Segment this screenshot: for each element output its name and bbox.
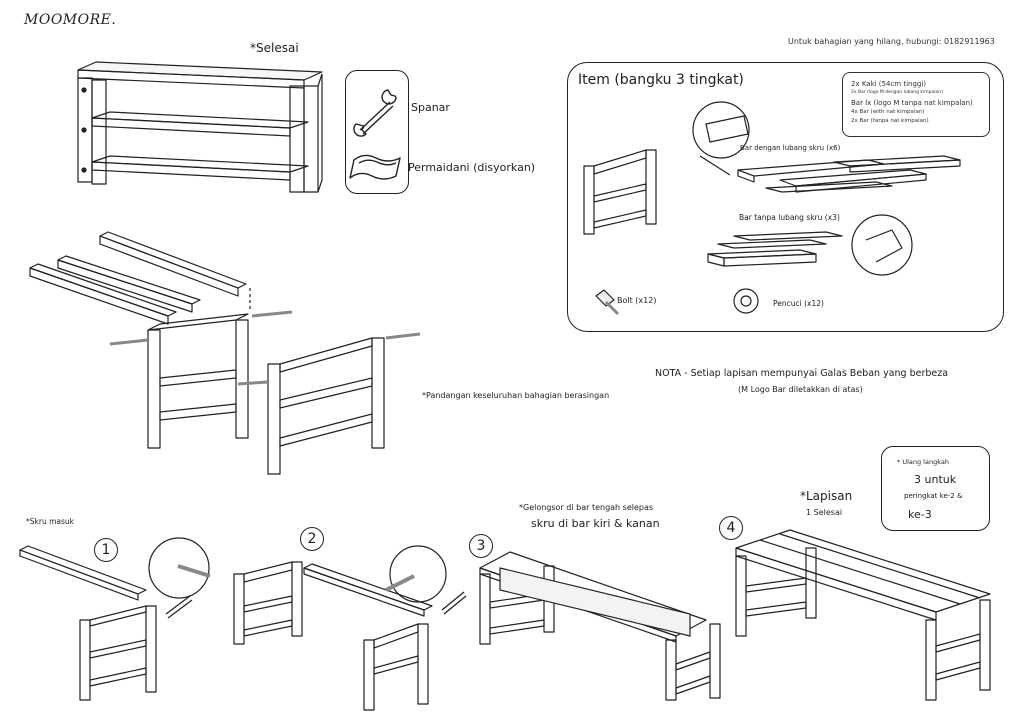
wrench-label: Spanar [411, 101, 450, 114]
step-4-number: 4 [719, 516, 743, 540]
tools-panel [345, 70, 409, 194]
items-title: Item (bangku 3 tingkat) [578, 72, 744, 88]
step-3-drawing [479, 551, 721, 701]
repeat-line-2: peringkat ke-2 & [904, 492, 963, 500]
specs-box: 2x Kaki (54cm tinggi) 2x Bar (logo M den… [842, 72, 990, 137]
screw-in-note: *Skru masuk [26, 517, 74, 526]
step-1-wrench-icon [165, 595, 193, 619]
contact-info: Untuk bahagian yang hilang, hubungi: 018… [788, 37, 995, 46]
overview-note: *Pandangan keseluruhan bahagian berasing… [422, 391, 610, 400]
brand-logo: MOOMORE. [24, 12, 117, 28]
mat-label: Permaidani (disyorkan) [408, 161, 536, 174]
finished-bench-drawing [77, 61, 323, 193]
finished-label: *Selesai [250, 41, 299, 55]
bars-without-holes-label: Bar tanpa lubang skru (x3) [739, 213, 840, 222]
step-2-drawing [233, 545, 447, 711]
layer-title: *Lapisan [800, 489, 853, 503]
step-3-number: 3 [469, 534, 493, 558]
repeat-line-3: ke-3 [908, 508, 932, 521]
nota-line-2: (M Logo Bar diletakkan di atas) [738, 385, 863, 394]
loose-bars-drawing [29, 231, 251, 325]
repeat-label: * Ulang langkah [897, 458, 949, 466]
step-2-number: 2 [300, 527, 324, 551]
spec-line-4: 2x Bar (tanpa nat kimpalan) [851, 118, 929, 124]
slide-note-1: *Gelongsor di bar tengah selepas [519, 503, 654, 512]
left-frame-drawing [109, 310, 293, 449]
bars-with-holes-label: Bar dengan lubang skru (x6) [740, 144, 841, 152]
spec-line-2: Bar lx (logo M tanpa nat kimpalan) [851, 99, 973, 107]
step-2-wrench-icon [441, 591, 467, 615]
layer-sub: 1 Selesai [806, 508, 843, 517]
spec-line-1: 2x Kaki (54cm tinggi) [851, 80, 927, 88]
repeat-line-1: 3 untuk [914, 473, 957, 486]
nota-line-1: NOTA - Setiap lapisan mempunyai Galas Be… [655, 368, 949, 379]
step-4-drawing [735, 529, 991, 701]
washer-label: Pencuci (x12) [773, 299, 824, 308]
right-frame-drawing [237, 332, 421, 475]
spec-line-1-sub: 2x Bar (logo M dengan lubang kimpalan) [851, 90, 943, 95]
items-panel [567, 62, 1004, 332]
slide-note-2: skru di bar kiri & kanan [531, 517, 660, 530]
step-1-drawing [19, 537, 211, 701]
bolt-label: Bolt (x12) [617, 296, 657, 305]
spec-line-3: 4x Bar (with nat kimpalan) [851, 109, 925, 115]
step-1-number: 1 [94, 538, 118, 562]
